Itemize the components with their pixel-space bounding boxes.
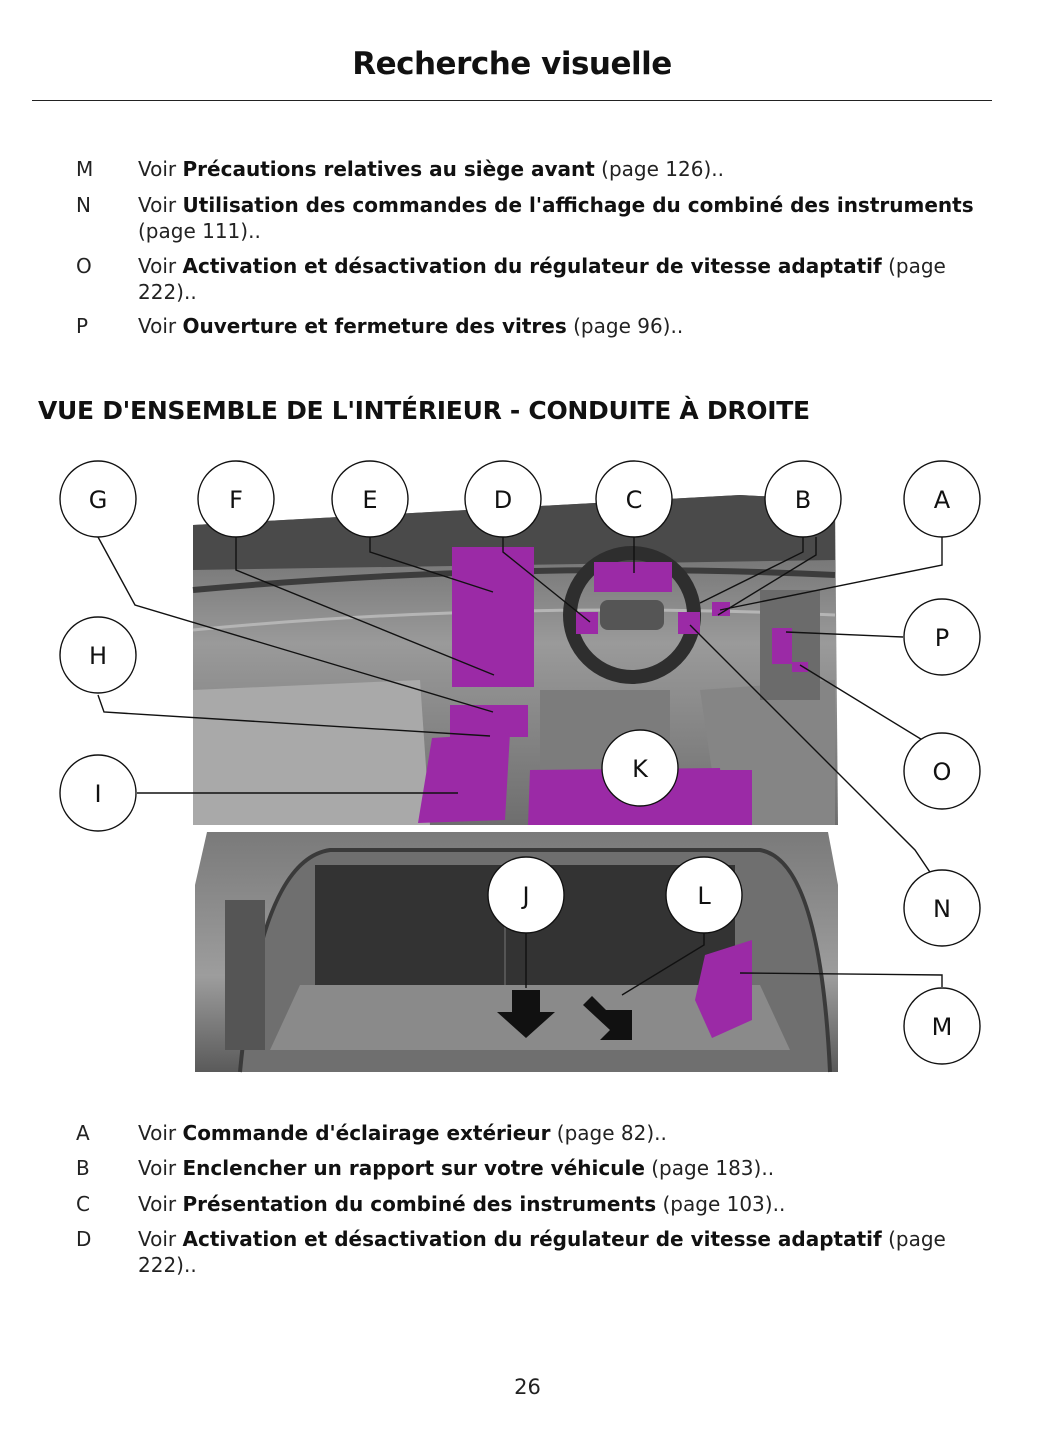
callout-f[interactable]: F (197, 460, 275, 538)
svg-text:A: A (934, 486, 951, 514)
reference-key: O (76, 254, 92, 278)
reference-link[interactable]: Précautions relatives au siège avant (182, 157, 595, 181)
highlight-c (594, 562, 672, 592)
callout-j[interactable]: J (487, 856, 565, 934)
callout-p[interactable]: P (903, 598, 981, 676)
svg-text:H: H (89, 642, 107, 670)
highlight-e (452, 547, 534, 687)
highlight-m (695, 940, 752, 1038)
highlight-f-g (450, 705, 528, 737)
callout-b[interactable]: B (764, 460, 842, 538)
reference-link[interactable]: Utilisation des commandes de l'affichage… (182, 193, 974, 217)
interior-overview-figure: G F E D C B A H P I K O J L N M (0, 440, 1055, 1090)
callout-k[interactable]: K (601, 729, 679, 807)
svg-text:B: B (795, 486, 811, 514)
highlight-d (576, 612, 598, 634)
svg-text:C: C (626, 486, 643, 514)
callout-i[interactable]: I (59, 754, 137, 832)
svg-text:I: I (94, 780, 101, 808)
callout-o[interactable]: O (903, 732, 981, 810)
reference-key: P (76, 314, 89, 338)
reference-link[interactable]: Activation et désactivation du régulateu… (182, 1227, 882, 1251)
highlight-b (712, 602, 730, 616)
reference-link[interactable]: Activation et désactivation du régulateu… (182, 254, 882, 278)
svg-text:M: M (932, 1013, 953, 1041)
svg-text:D: D (494, 486, 512, 514)
svg-text:E: E (362, 486, 377, 514)
page-header: Recherche visuelle (32, 0, 992, 101)
highlight-o (792, 662, 808, 672)
callout-a[interactable]: A (903, 460, 981, 538)
svg-text:O: O (933, 758, 952, 786)
page-number: 26 (514, 1375, 541, 1399)
svg-text:K: K (632, 755, 649, 783)
reference-link[interactable]: Commande d'éclairage extérieur (182, 1121, 551, 1145)
highlight-n (678, 612, 700, 634)
svg-text:J: J (520, 882, 529, 910)
reference-key: N (76, 193, 91, 217)
page-title: Recherche visuelle (352, 46, 672, 82)
reference-link[interactable]: Enclencher un rapport sur votre véhicule (182, 1156, 645, 1180)
svg-text:P: P (935, 624, 949, 652)
reference-link[interactable]: Ouverture et fermeture des vitres (182, 314, 567, 338)
interior-diagram: G F E D C B A H P I K O J L N M (59, 460, 981, 1073)
callout-c[interactable]: C (595, 460, 673, 538)
svg-text:F: F (229, 486, 243, 514)
reference-key: C (76, 1192, 90, 1216)
callouts: G F E D C B A H P I K O J L N M (59, 460, 981, 1065)
svg-text:N: N (933, 895, 951, 923)
svg-text:G: G (89, 486, 108, 514)
reference-key: A (76, 1121, 90, 1145)
reference-key: D (76, 1227, 92, 1251)
callout-d[interactable]: D (464, 460, 542, 538)
highlight-i (418, 733, 510, 823)
highlight-p (772, 628, 792, 664)
reference-link[interactable]: Présentation du combiné des instruments (182, 1192, 657, 1216)
arrow-j-icon (497, 990, 555, 1038)
callout-e[interactable]: E (331, 460, 409, 538)
callout-g[interactable]: G (59, 460, 137, 538)
reference-key: B (76, 1156, 90, 1180)
reference-key: M (76, 157, 94, 181)
highlight-k-right (710, 770, 752, 825)
section-heading: VUE D'ENSEMBLE DE L'INTÉRIEUR - CONDUITE… (38, 396, 810, 425)
arrow-l-icon (583, 996, 632, 1040)
callout-n[interactable]: N (903, 869, 981, 947)
callout-l[interactable]: L (665, 856, 743, 934)
callout-h[interactable]: H (59, 616, 137, 694)
callout-m[interactable]: M (903, 987, 981, 1065)
svg-text:L: L (697, 882, 711, 910)
